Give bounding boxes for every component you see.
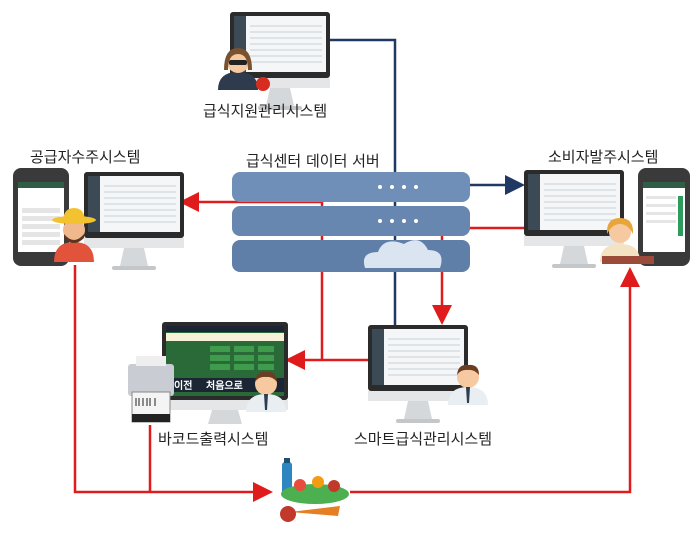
- kiosk-home-button: 처음으로: [206, 379, 243, 392]
- barcode-printer-icon: [128, 356, 174, 423]
- red-arrow-consumer: [350, 267, 640, 494]
- farmer-icon: [52, 208, 96, 262]
- red-arrow-food: [73, 265, 273, 502]
- label-smart-system: 스마트급식관리시스템: [354, 430, 493, 448]
- supplier-monitor: [83, 171, 185, 271]
- kiosk-prev-button: 이전: [174, 379, 192, 392]
- data-server-icon: [232, 172, 470, 272]
- support-person-icon: [218, 48, 270, 91]
- label-supplier-system: 공급자수주시스템: [30, 148, 141, 166]
- label-support-system: 급식지원관리시스템: [203, 102, 328, 120]
- label-data-server: 급식센터 데이터 서버: [246, 152, 380, 170]
- label-barcode-system: 바코드출력시스템: [158, 430, 269, 448]
- food-icon: [280, 458, 349, 522]
- consumer-person-icon: [600, 218, 654, 264]
- label-consumer-system: 소비자발주시스템: [548, 148, 659, 166]
- supplier-phone: [13, 168, 69, 266]
- smart-system-monitor: [367, 324, 469, 424]
- consumer-phone: [638, 168, 690, 266]
